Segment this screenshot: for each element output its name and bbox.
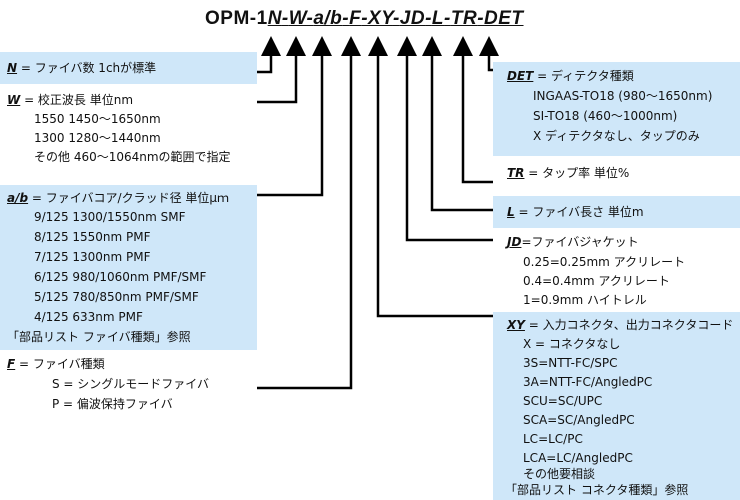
jd-row: 0.4=0.4mm アクリレート <box>523 274 670 288</box>
model-code-prefix: OPM-1 <box>205 8 268 29</box>
arrow-jd <box>397 36 493 242</box>
jd-text: =ファイバジャケット <box>521 235 639 249</box>
box-f: F = ファイバ種類 S = シングルモードファイバ P = 偏波保持ファイバ <box>0 352 257 418</box>
tr-heading: TR = タップ率 単位% <box>507 163 629 183</box>
ab-row: 7/125 1300nm PMF <box>34 250 151 264</box>
f-key: F <box>7 357 16 371</box>
xy-heading: XY = 入力コネクタ、出力コネクタコード <box>507 315 733 335</box>
seg-det: DET <box>484 8 524 29</box>
xy-text: = 入力コネクタ、出力コネクタコード <box>524 318 734 332</box>
seg-dash: - <box>361 8 369 29</box>
box-n: N = ファイバ数 1chが標準 <box>0 52 257 84</box>
xy-row: 3A=NTT-FC/AngledPC <box>523 375 653 389</box>
det-text: = ディテクタ種類 <box>533 69 634 83</box>
seg-dash: - <box>392 8 400 29</box>
w-heading: W = 校正波長 単位nm <box>7 90 133 110</box>
seg-dash: - <box>281 8 289 29</box>
xy-row: X = コネクタなし <box>523 337 621 351</box>
arrow-xy <box>368 36 493 318</box>
ab-row: 5/125 780/850nm PMF/SMF <box>34 290 199 304</box>
l-heading: L = ファイバ長さ 単位m <box>507 202 644 222</box>
xy-row: その他要相談 <box>523 467 596 481</box>
ab-key: a/b <box>7 191 29 205</box>
l-key: L <box>507 205 515 219</box>
det-row: SI-TO18 (460～1000nm) <box>533 109 678 123</box>
box-jd: JD=ファイバジャケット 0.25=0.25mm アクリレート 0.4=0.4m… <box>493 231 740 311</box>
box-ab: a/b = ファイバコア/クラッド径 単位μｍ 9/125 1300/1550n… <box>0 185 257 350</box>
arrow-tr <box>453 36 493 184</box>
w-row: 1550 1450～1650nm <box>34 112 161 126</box>
jd-row: 1=0.9mm ハイトレル <box>523 293 647 307</box>
xy-row: SCU=SC/UPC <box>523 394 603 408</box>
n-key: N <box>7 61 18 75</box>
det-heading: DET = ディテクタ種類 <box>507 66 634 86</box>
tr-text: = タップ率 単位% <box>524 166 630 180</box>
ab-row: 8/125 1550nm PMF <box>34 230 151 244</box>
ab-note: 「部品リスト ファイバ種類」参照 <box>7 330 191 344</box>
xy-key: XY <box>507 318 525 332</box>
seg-f: F <box>349 8 362 29</box>
xy-row: LCA=LC/AngledPC <box>523 451 633 465</box>
ab-heading: a/b = ファイバコア/クラッド径 単位μｍ <box>7 188 229 208</box>
arrow-w <box>257 36 306 104</box>
w-text: = 校正波長 単位nm <box>20 93 134 107</box>
seg-l: L <box>431 8 445 29</box>
seg-xy: XY <box>368 8 393 29</box>
seg-tr: TR <box>450 8 478 29</box>
xy-note: 「部品リスト コネクタ種類」参照 <box>505 483 689 497</box>
box-det: DET = ディテクタ種類 INGAAS-TO18 (980～1650nm) S… <box>493 62 740 156</box>
seg-dash: - <box>425 8 432 29</box>
w-key: W <box>7 93 21 107</box>
seg-ab: a/b <box>313 8 343 29</box>
n-text: = ファイバ数 1chが標準 <box>17 61 157 75</box>
xy-row: LC=LC/PC <box>523 432 583 446</box>
seg-dash: - <box>342 8 350 29</box>
seg-dash: - <box>306 8 314 29</box>
box-xy: XY = 入力コネクタ、出力コネクタコード X = コネクタなし 3S=NTT-… <box>493 312 740 500</box>
f-heading: F = ファイバ種類 <box>7 354 105 374</box>
ab-row: 6/125 980/1060nm PMF/SMF <box>34 270 207 284</box>
jd-key: JD <box>507 235 522 249</box>
model-code-title: OPM-1N-W-a/b-F-XY-JD-L-TR-DET <box>205 8 524 32</box>
arrow-n <box>257 36 281 74</box>
det-key: DET <box>507 69 534 83</box>
box-l: L = ファイバ長さ 単位m <box>493 196 740 228</box>
w-row: 1300 1280～1440nm <box>34 131 161 145</box>
ab-row: 4/125 633nm PMF <box>34 310 143 324</box>
f-row: S = シングルモードファイバ <box>52 377 210 391</box>
seg-n: N <box>267 8 282 29</box>
arrow-f <box>257 36 361 390</box>
seg-dash: - <box>477 8 485 29</box>
jd-row: 0.25=0.25mm アクリレート <box>523 255 686 269</box>
tr-key: TR <box>507 166 525 180</box>
n-heading: N = ファイバ数 1chが標準 <box>7 58 156 78</box>
xy-row: SCA=SC/AngledPC <box>523 413 635 427</box>
arrow-det <box>479 36 499 72</box>
f-text: = ファイバ種類 <box>15 357 105 371</box>
ab-row: 9/125 1300/1550nm SMF <box>34 210 186 224</box>
det-row: INGAAS-TO18 (980～1650nm) <box>533 89 713 103</box>
l-text: = ファイバ長さ 単位m <box>514 205 644 219</box>
jd-heading: JD=ファイバジャケット <box>507 232 639 252</box>
f-row: P = 偏波保持ファイバ <box>52 397 173 411</box>
xy-row: 3S=NTT-FC/SPC <box>523 356 618 370</box>
seg-w: W <box>288 8 307 29</box>
seg-dash: - <box>444 8 451 29</box>
box-tr: TR = タップ率 単位% <box>493 160 740 186</box>
box-w: W = 校正波長 単位nm 1550 1450～1650nm 1300 1280… <box>0 88 257 170</box>
det-row: X ディテクタなし、タップのみ <box>533 129 700 143</box>
arrow-l <box>422 36 493 212</box>
w-row: その他 460～1064nmの範囲で指定 <box>34 150 231 164</box>
ab-text: = ファイバコア/クラッド径 単位μｍ <box>28 191 230 205</box>
arrow-ab <box>257 36 332 197</box>
seg-jd: JD <box>399 8 426 29</box>
